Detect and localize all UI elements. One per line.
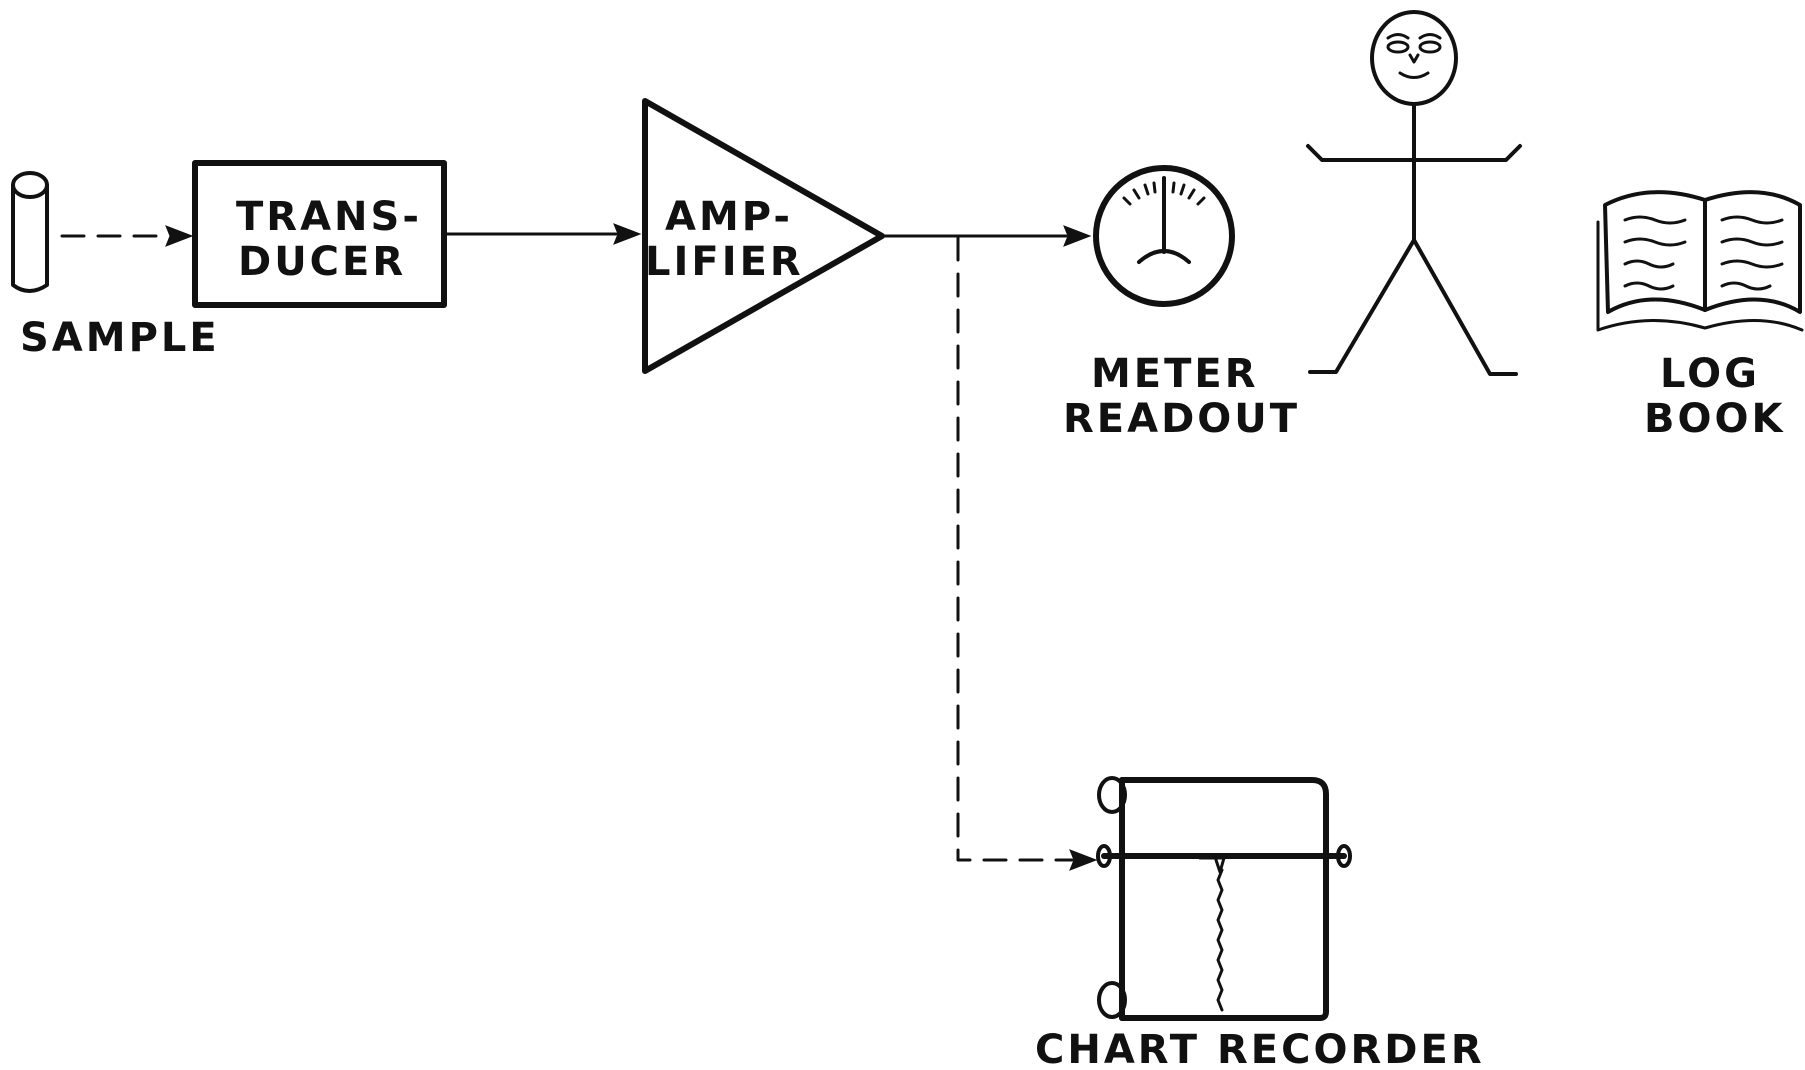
amplifier-triangle: AMP- LIFIER [645,101,882,371]
chart-recorder-label: CHART RECORDER [1035,1027,1485,1070]
meter-dial-icon [1096,168,1232,304]
transducer-label-line1: TRANS- [236,194,422,240]
sample-label: SAMPLE [20,315,220,361]
operator-figure-icon [1308,12,1520,374]
amplifier-label-line2: LIFIER [645,239,804,285]
logbook-label-line1: LOG [1660,351,1760,397]
log-book-icon [1598,192,1802,330]
amplifier-label-line1: AMP- [665,194,793,240]
sample-to-transducer-arrow [62,226,192,246]
meter-label-line2: READOUT [1063,396,1300,442]
transducer-label-line2: DUCER [238,239,406,285]
amplifier-to-chart-recorder-arrow [958,238,1096,870]
amplifier-to-meter-arrow [882,226,1090,246]
sample-icon [13,173,47,291]
transducer-box: TRANS- DUCER [195,163,444,305]
transducer-to-amplifier-arrow [446,224,640,244]
chart-recorder-icon [1098,778,1350,1018]
meter-label-line1: METER [1091,351,1259,397]
logbook-label-line2: BOOK [1644,396,1786,442]
